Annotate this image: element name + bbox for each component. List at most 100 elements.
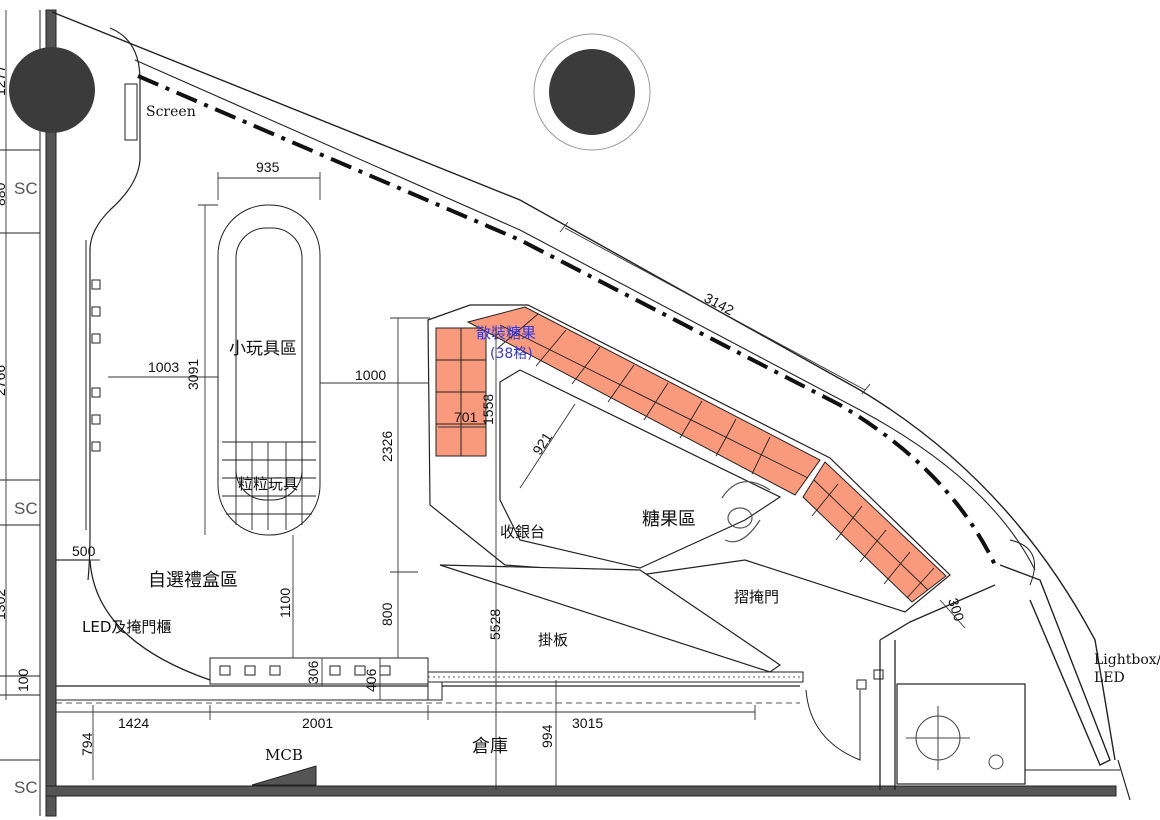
- dim-3142-tick: [861, 383, 871, 395]
- led-label: LED: [1094, 670, 1125, 686]
- sc-label: SC: [14, 778, 38, 797]
- cashier-label: 收銀台: [500, 523, 545, 541]
- right-wall-line: [1117, 759, 1131, 801]
- dim-1424-text: 1424: [118, 715, 149, 731]
- right-lightbox-wall: [999, 564, 1111, 766]
- mcb-box: [251, 765, 317, 786]
- pillar-right: [549, 49, 635, 135]
- person-head: [727, 507, 753, 529]
- cabinet-light: [329, 665, 341, 676]
- entrance-door-arc: [1009, 539, 1035, 586]
- dim-701-text: 701: [454, 409, 478, 425]
- pillar-left: [9, 47, 95, 133]
- right-room-box: [896, 683, 1026, 785]
- screen-panel: [124, 83, 138, 141]
- lightbox-label: Lightbox/: [1094, 652, 1160, 668]
- shelf-div: [643, 382, 669, 421]
- dim-306-text: 306: [305, 660, 321, 684]
- sc-markers: SC SC SC: [0, 149, 40, 797]
- dim-3142-tick: [559, 221, 569, 233]
- shelf-div: [607, 364, 635, 403]
- dim-1000-text: 1000: [355, 367, 386, 383]
- small-toy-island: [217, 204, 321, 536]
- dim-994-text: 994: [539, 724, 555, 748]
- shelf-div: [535, 329, 567, 367]
- dim-794-text: 794: [79, 732, 95, 756]
- gear-icon: [988, 754, 1004, 770]
- dim-406-text: 406: [363, 668, 379, 692]
- shelf-div: [813, 479, 929, 591]
- dim-left-880-text: 880: [0, 182, 8, 206]
- bottom-wall: [45, 785, 1117, 797]
- led-light: [91, 306, 101, 317]
- dim-1100-text: 1100: [277, 588, 293, 618]
- candy-shelf-diagonal-2: [802, 461, 947, 603]
- person-body: [721, 481, 771, 543]
- cabinet-light: [354, 665, 366, 676]
- dim-left-2766-text: 2766: [0, 365, 8, 396]
- left-wall: [45, 9, 57, 817]
- gift-box-label: 自選禮盒區: [148, 570, 238, 591]
- candy-counter: [427, 304, 951, 613]
- cabinet-light: [244, 665, 256, 676]
- candy-shelves: [435, 306, 947, 603]
- dim-left-1277-text: 1277: [0, 65, 8, 96]
- diagonal-inner-wall: [87, 27, 141, 581]
- dash-dot-track: [137, 74, 997, 566]
- dim-3015-text: 3015: [572, 715, 603, 731]
- dim-3091-text: 3091: [185, 359, 201, 390]
- led-light: [91, 414, 101, 425]
- cabinet-light: [379, 665, 391, 676]
- bottom-cabinet: [209, 657, 429, 685]
- door-swing: [805, 689, 861, 761]
- pillar-small: [873, 669, 884, 680]
- diagonal-outer-wall: [51, 11, 1116, 761]
- shelf-div: [859, 529, 887, 563]
- led-cabinet-label: LED及掩門櫃: [82, 618, 171, 636]
- shelf-div: [499, 324, 809, 479]
- led-light: [91, 387, 101, 398]
- led-light: [91, 333, 101, 344]
- folding-door-label: 摺掩門: [734, 588, 779, 606]
- dim-left-1302-text: 1302: [0, 589, 8, 620]
- candy-zone-label: 糖果區: [642, 509, 696, 530]
- shelf-div: [835, 505, 863, 541]
- led-cabinet-wall: [85, 240, 101, 530]
- shelf-div: [751, 436, 771, 475]
- mcb-label: MCB: [265, 746, 303, 764]
- cabinet-light: [269, 665, 281, 676]
- granule-toys-label: 粒粒玩具: [238, 475, 298, 493]
- toy-island-inner: [235, 227, 303, 501]
- dim-800-text: 800: [379, 602, 395, 626]
- candy-counter-inner: [499, 369, 782, 569]
- dim-1558-text: 1558: [480, 394, 496, 425]
- shelf-div: [883, 551, 911, 585]
- gift-area-curve: [89, 559, 211, 681]
- shelf-div: [571, 346, 601, 385]
- person-icon: [721, 481, 771, 543]
- storage-label: 倉庫: [472, 736, 508, 757]
- dimension-lines: [5, 10, 966, 790]
- sc-label: SC: [14, 499, 38, 518]
- dim-500-text: 500: [72, 543, 96, 559]
- small-toys-label: 小玩具區: [229, 339, 297, 359]
- diagonal-wall-inner-line: [134, 59, 1036, 571]
- pillar-right-ring: [533, 33, 651, 151]
- dim-100-text: 100: [15, 668, 31, 692]
- candy-shelf-dividers: [497, 313, 935, 599]
- dim-1003-text: 1003: [148, 359, 179, 375]
- cabinet-light: [219, 665, 231, 676]
- loose-candy-label: 散裝糖果: [476, 324, 536, 342]
- candy-shelf-diagonal: [466, 306, 821, 496]
- hanging-board-label: 掛板: [538, 631, 568, 649]
- dim-2001-text: 2001: [302, 715, 333, 731]
- dim-935-text: 935: [256, 159, 280, 175]
- counter-block: [427, 681, 443, 701]
- loose-candy-count: (38格): [490, 346, 533, 362]
- hanging-board: [439, 564, 782, 673]
- right-room-wall: [879, 584, 996, 790]
- dim-3142-text: 3142: [702, 290, 737, 319]
- dim-921: [519, 403, 576, 489]
- screen-label: Screen: [146, 104, 196, 120]
